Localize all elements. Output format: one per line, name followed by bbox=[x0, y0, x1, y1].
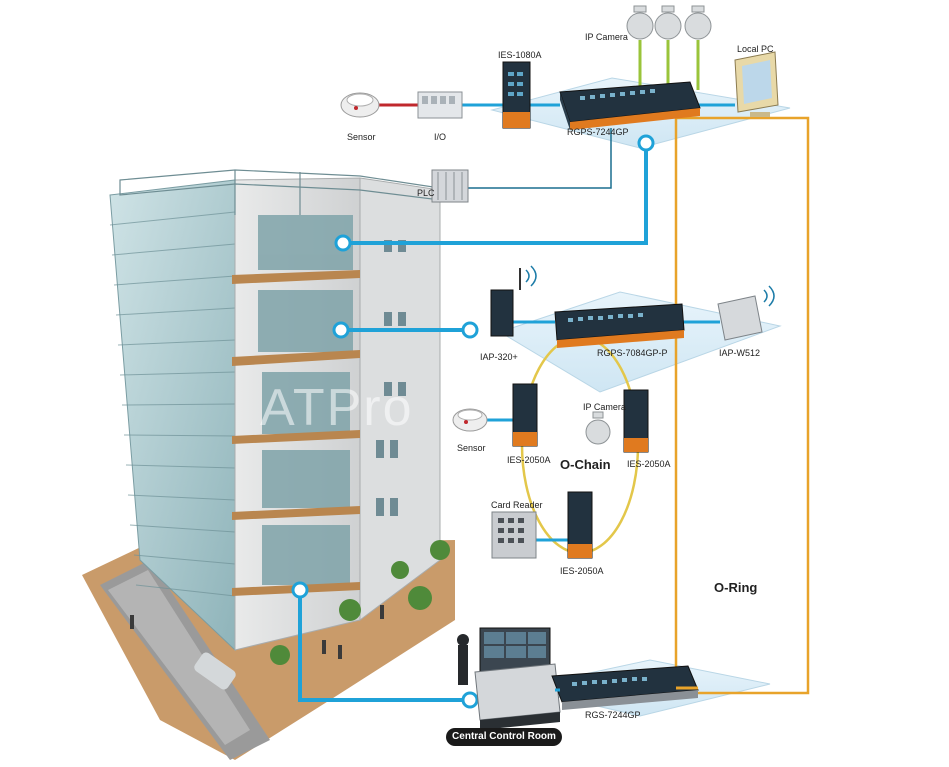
bottom-wiring bbox=[555, 686, 698, 692]
ies-1080a-switch bbox=[502, 61, 531, 129]
local-pc-icon bbox=[734, 51, 779, 117]
link-nodes bbox=[291, 134, 655, 709]
top-wiring bbox=[378, 40, 735, 189]
label-ies-2050a-left: IES-2050A bbox=[507, 455, 551, 465]
ies-2050a-right-switch bbox=[623, 389, 649, 453]
label-ip-camera-middle: IP Camera bbox=[583, 402, 626, 412]
ies-2050a-left-switch bbox=[512, 383, 538, 447]
cyan-links bbox=[298, 143, 648, 702]
label-rgps-7244gp: RGPS-7244GP bbox=[567, 127, 629, 137]
label-ip-camera-top: IP Camera bbox=[585, 32, 628, 42]
plc-icon bbox=[431, 169, 469, 203]
iap-320-access-point bbox=[490, 265, 537, 337]
smoke-sensor-middle bbox=[452, 408, 488, 432]
rgps-7084gp-p-switch bbox=[554, 303, 685, 348]
ip-camera-icon-top bbox=[626, 5, 712, 40]
building bbox=[82, 169, 455, 760]
label-central-control-room: Central Control Room bbox=[446, 728, 562, 746]
watermark: ATPro bbox=[260, 379, 414, 437]
io-module bbox=[417, 91, 463, 119]
iap-w512-access-point bbox=[717, 285, 775, 341]
label-o-chain: O-Chain bbox=[560, 457, 611, 472]
label-iap-320: IAP-320+ bbox=[480, 352, 518, 362]
card-reader-icon bbox=[491, 511, 537, 559]
label-sensor-top: Sensor bbox=[347, 132, 376, 142]
label-rgs-7244gp: RGS-7244GP bbox=[585, 710, 641, 720]
ip-camera-icon-middle bbox=[585, 411, 611, 445]
rgps-7244gp-switch bbox=[559, 81, 701, 130]
smoke-sensor-top bbox=[340, 92, 380, 118]
ies-2050a-bottom-switch bbox=[567, 491, 593, 559]
label-card-reader: Card Reader bbox=[491, 500, 543, 510]
label-ies-1080a: IES-1080A bbox=[498, 50, 542, 60]
middle-wiring bbox=[485, 320, 720, 542]
control-room-desk bbox=[457, 627, 561, 730]
label-sensor-middle: Sensor bbox=[457, 443, 486, 453]
label-o-ring: O-Ring bbox=[714, 580, 758, 595]
label-ies-2050a-right: IES-2050A bbox=[627, 459, 671, 469]
o-ring-loop bbox=[674, 116, 810, 695]
label-local-pc: Local PC bbox=[737, 44, 774, 54]
label-ies-2050a-bottom: IES-2050A bbox=[560, 566, 604, 576]
label-io: I/O bbox=[434, 132, 447, 142]
label-iap-w512: IAP-W512 bbox=[719, 348, 761, 358]
rgs-7244gp-switch bbox=[551, 665, 699, 710]
label-plc: PLC bbox=[417, 188, 435, 198]
label-rgps-7084gp-p: RGPS-7084GP-P bbox=[597, 348, 668, 358]
